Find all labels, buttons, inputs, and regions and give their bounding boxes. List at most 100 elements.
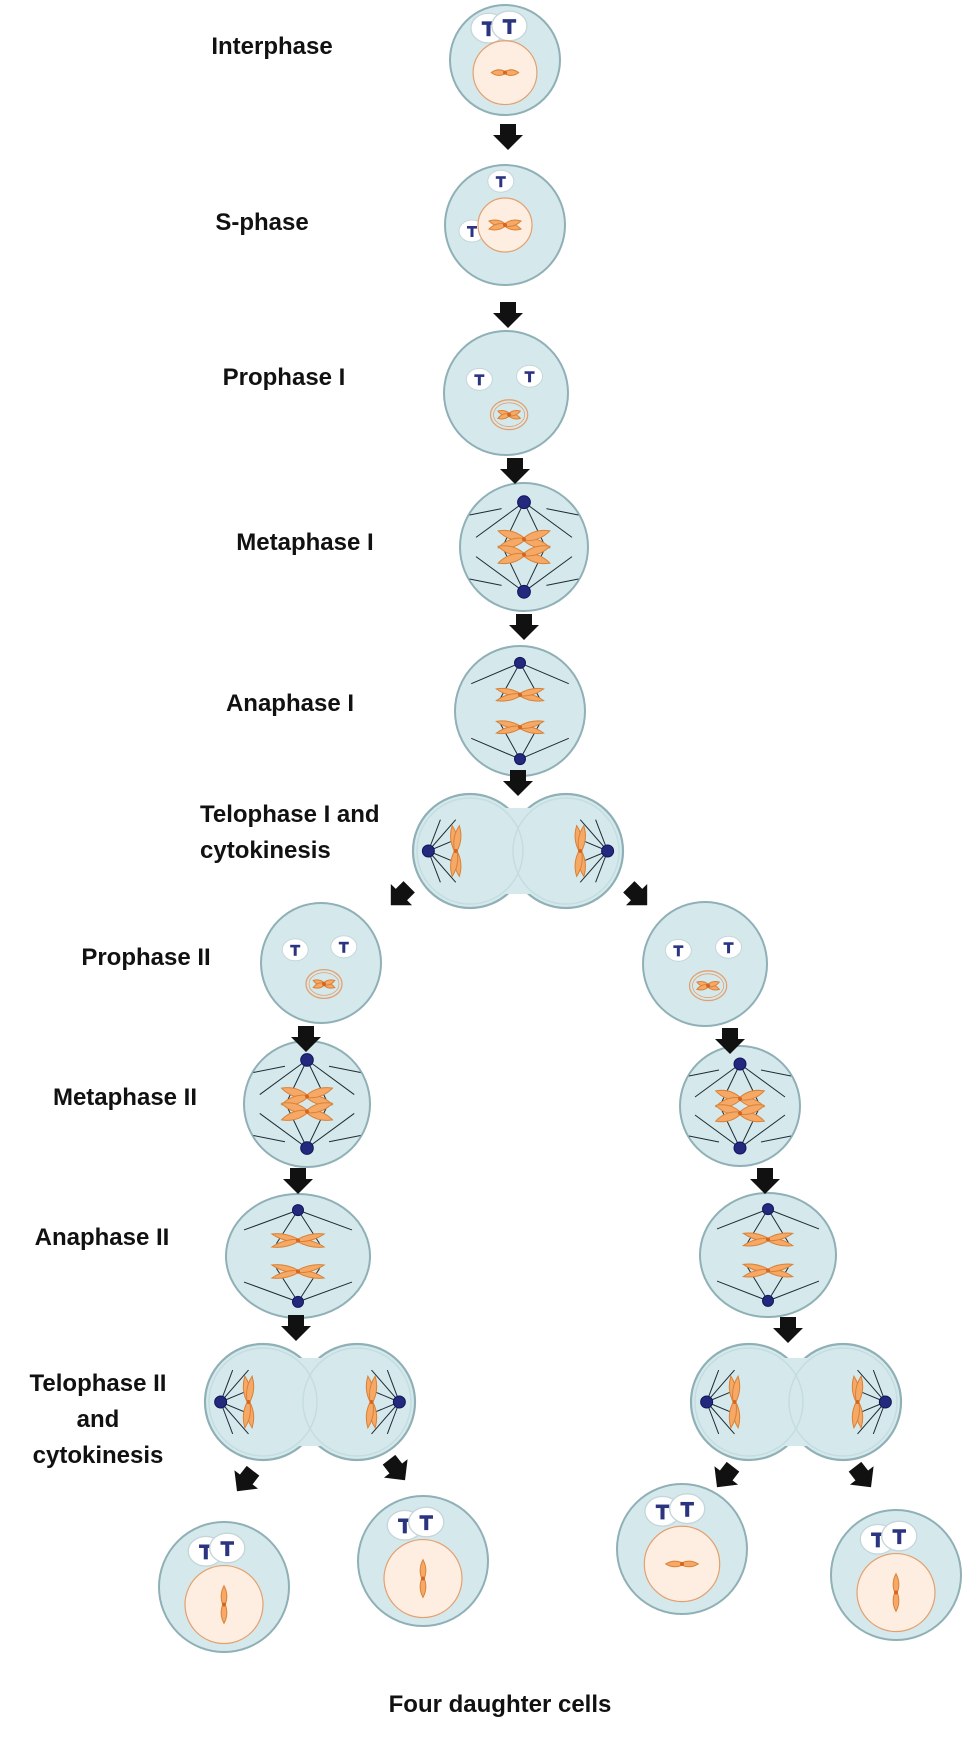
daughter-cell-2 [357,1495,489,1627]
arrows-layer [234,124,874,1492]
spindle-fiber [716,1280,769,1302]
daughter-cell-3 [616,1483,748,1615]
centriole-icon [408,1506,445,1538]
spindle-fiber [471,662,521,685]
centriole-icon [715,935,743,959]
spindle-fiber [371,1369,400,1403]
spindle-fiber [220,1401,249,1435]
chromosome-icon [270,1233,326,1248]
centrosome [601,844,615,858]
spindle-fiber [523,501,573,538]
spindle-fiber [694,1114,741,1149]
cell-telophase-2-right [689,1342,903,1462]
cell-membrane [679,1045,801,1167]
spindle-fiber [519,737,569,760]
spindle-fiber [706,1369,735,1403]
arrow-down-right-2 [750,1168,780,1194]
arrow-daughter-3 [714,1461,740,1488]
cell-membrane [443,330,569,456]
spindle-fiber [767,1208,820,1230]
spindle-fiber [716,1208,769,1230]
centrosome [733,1057,747,1071]
spindle-fiber [220,1369,249,1403]
chromosome-icon [220,1584,228,1625]
label-anaphase-1: Anaphase I [226,690,354,717]
label-prophase-1: Prophase I [223,364,346,391]
cell-metaphase-1 [459,482,589,612]
label-telophase-2-line-2: and [77,1406,120,1433]
spindle-fiber [546,578,579,586]
spindle-fiber [328,1065,361,1073]
chromosome-icon [280,1087,334,1106]
centrosome [300,1141,314,1155]
chromosome-icon [270,1264,326,1279]
arrow-down-1 [493,124,523,150]
spindle-fiber [857,1369,886,1403]
chromosome-icon [497,529,551,549]
spindle-fiber [371,1401,400,1435]
nuclear-envelope [305,968,343,1000]
chromosome-icon [728,1374,741,1430]
cell-s-phase [444,164,566,286]
spindle-fiber [469,508,502,516]
cells-layer [158,4,962,1653]
chromosome-icon [741,1232,795,1247]
chromosome-icon [714,1104,766,1123]
spindle-fiber [306,1113,355,1149]
spindle-fiber [259,1059,308,1095]
label-four-daughter-cells: Four daughter cells [389,1691,612,1718]
cell-metaphase-2-right [679,1045,801,1167]
arrow-down-right-3 [773,1317,803,1343]
chromosome-icon [851,1374,864,1430]
spindle-fiber [546,508,579,516]
centrosome [878,1395,892,1409]
nuclear-envelope [489,399,529,431]
label-metaphase-2: Metaphase II [53,1084,197,1111]
centriole-icon [664,938,692,962]
centrosome [292,1295,304,1308]
chromosome-icon [497,409,522,420]
spindle-fiber [523,556,573,593]
cell-membrane [459,482,589,612]
cell-prophase-2-left [260,902,382,1024]
spindle-fiber [306,1059,355,1095]
spindle-fiber [579,819,608,852]
cell-membrane [260,902,382,1024]
centrosome [514,753,526,766]
chromosome-icon [892,1572,900,1613]
centriole-icon [487,169,515,193]
cell-telophase-2-left [203,1342,417,1462]
spindle-fiber [694,1063,741,1098]
arrow-down-3 [500,458,530,484]
chromosome-icon [714,1089,766,1108]
spindle-fiber [243,1281,299,1303]
spindle-fiber [253,1135,286,1143]
arrow-diagonal-right [623,881,648,906]
chromosome-icon [242,1374,255,1430]
chromosome-icon [574,824,586,878]
centriole-icon [209,1532,246,1564]
chromosome-icon [490,69,520,76]
spindle-fiber [297,1281,353,1303]
arrow-down-left-2 [283,1168,313,1194]
spindle-fiber [428,819,457,852]
arrow-down-left-3 [281,1315,311,1341]
label-anaphase-2: Anaphase II [35,1224,170,1251]
centrosome [421,844,435,858]
spindle-fiber [739,1114,786,1149]
cell-anaphase-2-right [699,1192,837,1318]
centrosome [517,584,531,599]
chromosome-icon [488,219,522,231]
spindle-fiber [328,1135,361,1143]
spindle-fiber [259,1113,308,1149]
chromosome-icon [696,980,721,991]
cell-prophase-1 [443,330,569,456]
spindle-fiber [688,1135,720,1143]
chromosome-icon [741,1263,795,1278]
chromosome-icon [312,979,336,989]
centriole-icon [668,1493,706,1525]
spindle-fiber [475,556,525,593]
chromosome-icon [450,824,462,878]
label-s-phase: S-phase [215,209,308,236]
